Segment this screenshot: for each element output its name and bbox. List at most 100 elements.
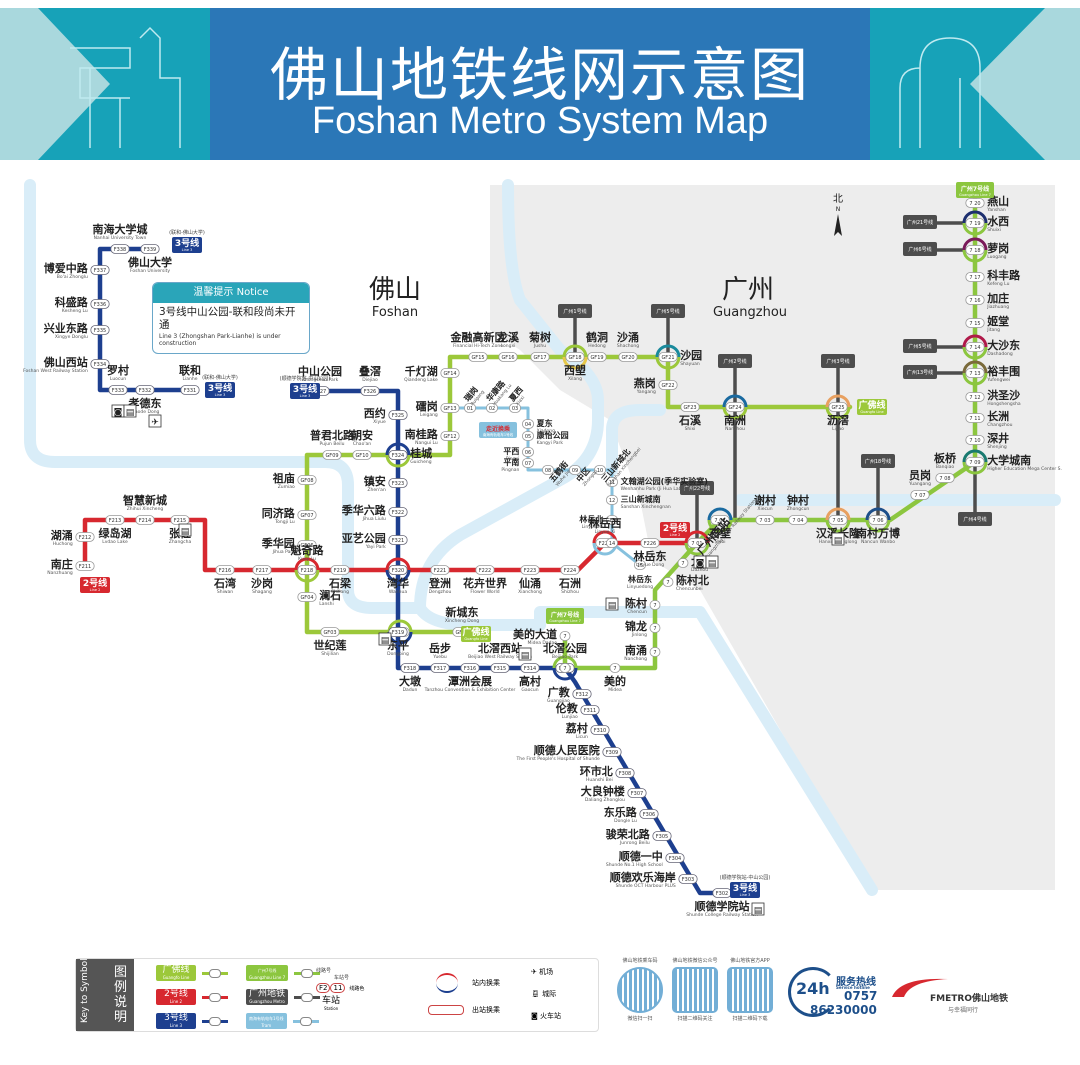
station-gz7[interactable]: 7 <box>609 663 621 673</box>
station-tram[interactable]: 08 <box>542 465 555 475</box>
station-l3s[interactable]: F312 <box>572 689 592 699</box>
station-code-pill[interactable] <box>530 352 550 362</box>
station-gz7[interactable]: 7 17 <box>965 272 985 282</box>
station-tram[interactable]: 02 <box>485 403 498 413</box>
station-gz7[interactable]: 7 02 <box>710 515 730 525</box>
station-code-pill[interactable] <box>590 725 610 735</box>
station-l3s[interactable]: F309 <box>602 747 622 757</box>
station-gf[interactable]: GF24 <box>725 402 745 412</box>
station-code-pill[interactable] <box>965 272 985 282</box>
station-code-pill[interactable] <box>618 352 638 362</box>
station-l2[interactable]: F217 <box>252 565 272 575</box>
station-l2[interactable]: F223 <box>520 565 540 575</box>
station-code-pill[interactable] <box>508 403 521 413</box>
station-code-pill[interactable] <box>360 386 380 396</box>
station-gf[interactable]: GF13 <box>440 403 460 413</box>
station-gf[interactable]: GF15 <box>468 352 488 362</box>
station-l3s[interactable]: F310 <box>590 725 610 735</box>
station-code-pill[interactable] <box>560 565 580 575</box>
station-l3n[interactable]: F334 <box>90 359 110 369</box>
station-code-pill[interactable] <box>606 538 619 548</box>
station-l3n[interactable]: F331 <box>180 385 200 395</box>
station-code-pill[interactable] <box>522 458 535 468</box>
station-code-pill[interactable] <box>297 475 317 485</box>
station-tram[interactable]: 12 <box>606 495 619 505</box>
station-l2[interactable]: F216 <box>215 565 235 575</box>
station-l3s[interactable]: F315 <box>490 663 510 673</box>
station-code-pill[interactable] <box>105 515 125 525</box>
station-code-pill[interactable] <box>572 689 592 699</box>
station-l3s[interactable]: F321 <box>388 535 408 545</box>
station-tram[interactable]: 01 <box>463 403 476 413</box>
station-gz7[interactable]: 7 06 <box>868 515 888 525</box>
station-code-pill[interactable] <box>110 244 130 254</box>
station-gf[interactable]: GF14 <box>440 368 460 378</box>
station-gz7[interactable]: 7 07 <box>910 490 930 500</box>
station-code-pill[interactable] <box>440 403 460 413</box>
station-code-pill[interactable] <box>388 410 408 420</box>
station-gz7[interactable]: 7 12 <box>965 392 985 402</box>
station-code-pill[interactable] <box>388 478 408 488</box>
station-gf[interactable]: GF16 <box>498 352 518 362</box>
station-gf[interactable]: GF08 <box>297 475 317 485</box>
station-l3s[interactable]: F311 <box>580 705 600 715</box>
station-code-pill[interactable] <box>352 450 372 460</box>
station-code-pill[interactable] <box>649 623 661 633</box>
station-code-pill[interactable] <box>520 565 540 575</box>
station-code-pill[interactable] <box>440 368 460 378</box>
station-l3n[interactable]: F339 <box>140 244 160 254</box>
station-code-pill[interactable] <box>388 535 408 545</box>
qr-code-ride[interactable] <box>617 967 663 1013</box>
station-code-pill[interactable] <box>965 295 985 305</box>
station-gz7[interactable]: 7 <box>662 577 674 587</box>
station-code-pill[interactable] <box>602 747 622 757</box>
station-l2[interactable]: F211 <box>75 561 95 571</box>
station-l3n[interactable]: F336 <box>90 299 110 309</box>
station-code-pill[interactable] <box>587 352 607 362</box>
station-l3s[interactable]: F323 <box>388 478 408 488</box>
station-code-pill[interactable] <box>297 510 317 520</box>
station-code-pill[interactable] <box>135 515 155 525</box>
station-l2[interactable]: F215 <box>170 515 190 525</box>
station-code-pill[interactable] <box>649 600 661 610</box>
station-l3s[interactable]: F304 <box>665 853 685 863</box>
station-code-pill[interactable] <box>965 198 985 208</box>
station-code-pill[interactable] <box>965 457 985 467</box>
station-l3s[interactable]: F318 <box>400 663 420 673</box>
station-tram[interactable]: 14 <box>606 538 619 548</box>
station-code-pill[interactable] <box>460 663 480 673</box>
station-gz7[interactable]: 7 <box>649 647 661 657</box>
station-gz7[interactable]: 7 08 <box>935 473 955 483</box>
station-code-pill[interactable] <box>755 515 775 525</box>
station-code-pill[interactable] <box>565 352 585 362</box>
station-l2[interactable]: F218 <box>297 565 317 575</box>
station-code-pill[interactable] <box>627 788 647 798</box>
station-code-pill[interactable] <box>710 515 730 525</box>
station-code-pill[interactable] <box>677 558 689 568</box>
station-gz7[interactable]: 7 <box>559 631 571 641</box>
station-code-pill[interactable] <box>606 495 619 505</box>
station-code-pill[interactable] <box>90 299 110 309</box>
station-gz7[interactable]: 7 <box>677 558 689 568</box>
station-gf[interactable]: GF12 <box>440 431 460 441</box>
station-code-pill[interactable] <box>658 380 678 390</box>
station-gf[interactable]: GF09 <box>322 450 342 460</box>
station-gz7[interactable]: 7 16 <box>965 295 985 305</box>
station-l2[interactable]: F226 <box>640 538 660 548</box>
station-l3n[interactable]: F332 <box>135 385 155 395</box>
station-gf[interactable]: GF20 <box>618 352 638 362</box>
station-gz7[interactable]: 7 01 <box>687 538 707 548</box>
station-gz7[interactable]: 7 03 <box>755 515 775 525</box>
station-code-pill[interactable] <box>606 477 619 487</box>
station-code-pill[interactable] <box>634 560 647 570</box>
station-code-pill[interactable] <box>430 565 450 575</box>
station-gz7[interactable]: 7 <box>559 663 571 673</box>
station-code-pill[interactable] <box>965 413 985 423</box>
station-l2[interactable]: F212 <box>75 532 95 542</box>
station-gf[interactable]: GF25 <box>828 402 848 412</box>
station-l3s[interactable]: F306 <box>639 809 659 819</box>
station-l3s[interactable]: F307 <box>627 788 647 798</box>
station-l2[interactable]: F222 <box>475 565 495 575</box>
station-gz7[interactable]: 7 11 <box>965 413 985 423</box>
station-code-pill[interactable] <box>468 352 488 362</box>
